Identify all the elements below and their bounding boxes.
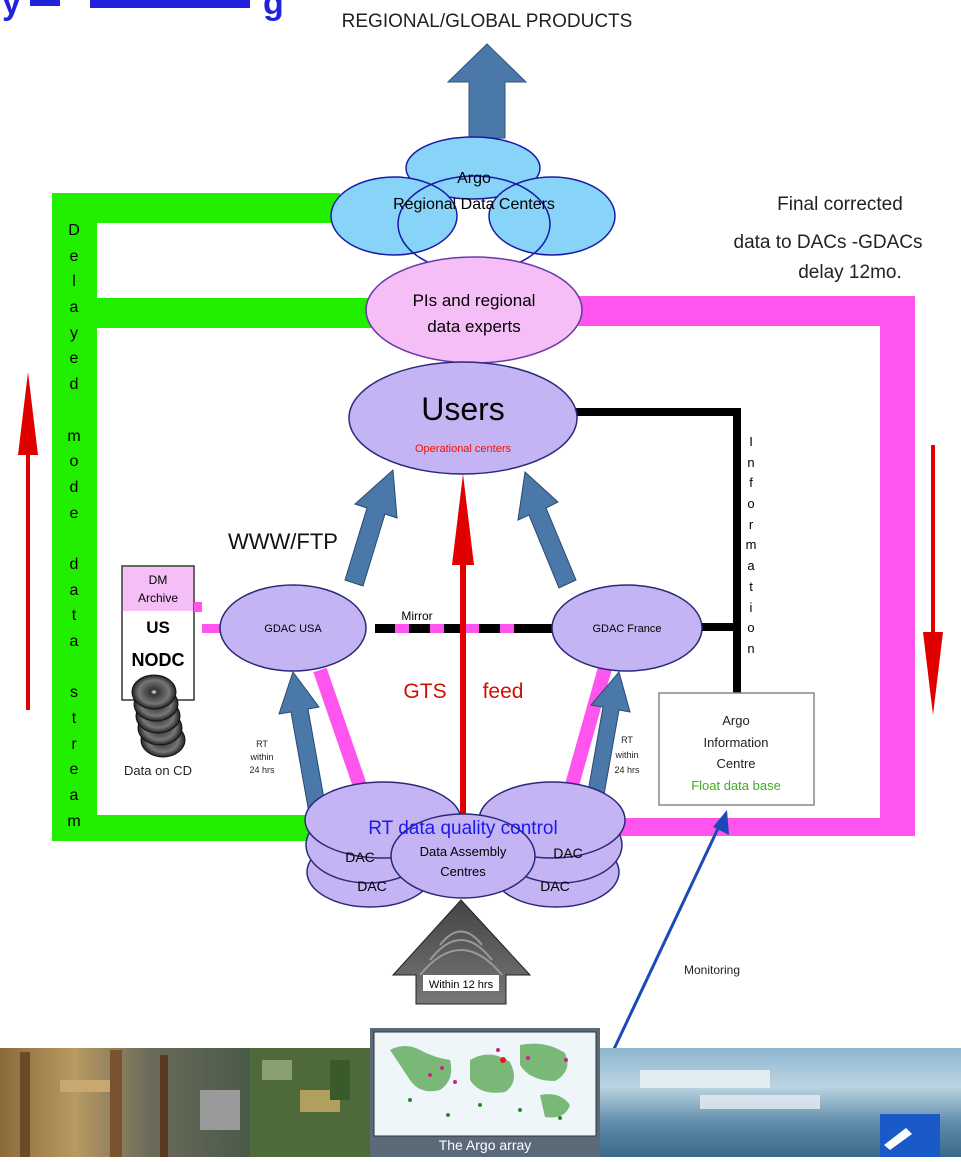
aic-line4: Float data base (691, 778, 781, 793)
dac-to-gdac-usa-arrow (278, 670, 327, 814)
rt-right-line1: RT (621, 735, 633, 745)
mirror-label: Mirror (401, 609, 432, 623)
vertical-letter: t (71, 607, 77, 625)
rt-left-line3: 24 hrs (249, 765, 275, 775)
rt-right-line3: 24 hrs (614, 765, 640, 775)
dac-label-right-top: DAC (553, 845, 583, 861)
aic-line3: Centre (716, 756, 755, 771)
vertical-letter: t (71, 710, 77, 728)
final-corrected-loop (575, 296, 915, 836)
vertical-letter: o (747, 496, 755, 512)
delayed-mode-up-arrow (18, 372, 38, 710)
within-12-hrs-arrow (391, 899, 532, 1005)
gdac-france-ellipse (551, 584, 703, 672)
dm-archive-line1: DM (149, 573, 168, 587)
data-assembly-line1: Data Assembly (420, 844, 507, 859)
vertical-letter: m (745, 537, 757, 553)
gdac-france-label: GDAC France (592, 623, 661, 635)
gdac-usa-to-users-arrow (344, 468, 398, 587)
vertical-letter: m (67, 427, 81, 445)
vertical-letter: n (747, 640, 755, 656)
gdac-france-to-users-arrow (517, 470, 577, 589)
dm-archive-line2: Archive (138, 591, 178, 605)
vertical-letter: o (69, 453, 79, 471)
vertical-letter: d (69, 376, 79, 394)
vertical-letter: e (69, 761, 79, 779)
vertical-letter: y (70, 324, 78, 342)
cd-stack-icon (131, 674, 186, 758)
vertical-letter: l (72, 273, 76, 291)
argo-array-label: The Argo array (439, 1137, 532, 1153)
vertical-letter: d (69, 478, 79, 496)
vertical-letter: I (749, 434, 753, 449)
vertical-letter: D (68, 222, 80, 239)
within-12-hrs-label: Within 12 hrs (429, 979, 494, 991)
final-corrected-line2: data to DACs -GDACs (734, 232, 923, 253)
vertical-letter: t (749, 578, 753, 594)
dac-label-left-bottom: DAC (357, 878, 387, 894)
argo-array-map (370, 1028, 600, 1157)
final-corrected-down-arrow (923, 445, 943, 715)
gdac-usa-ellipse (219, 584, 367, 672)
aic-line2: Information (703, 735, 768, 750)
final-corrected-line3: delay 12mo. (798, 262, 902, 283)
dac-label-left-top: DAC (345, 849, 375, 865)
vertical-letter: s (70, 684, 78, 702)
bottom-photo-strip (0, 1048, 961, 1157)
pis-ellipse (365, 256, 583, 364)
regional-centers-line1: Argo (457, 170, 491, 187)
vertical-letter: a (69, 787, 79, 805)
vertical-letter: r (71, 735, 77, 753)
feed-label: feed (483, 680, 524, 703)
gdac-usa-label: GDAC USA (264, 623, 322, 635)
us-label: US (146, 618, 170, 637)
page-title-fragment-2: g (263, 0, 284, 22)
rt-right-line2: within (614, 750, 638, 760)
argo-information-centre-box (658, 692, 815, 806)
vertical-letter: a (69, 633, 79, 650)
users-subtitle: Operational centers (415, 443, 511, 455)
information-link (573, 408, 741, 693)
delayed-mode-loop (52, 193, 377, 841)
vertical-letter: f (749, 475, 753, 491)
vertical-letter: n (747, 454, 755, 470)
regional-data-centers-cloud (330, 136, 616, 273)
vertical-letter: e (69, 504, 79, 522)
users-title: Users (421, 391, 505, 427)
dac-cluster (304, 781, 626, 908)
data-on-cd-label: Data on CD (124, 763, 192, 778)
vertical-letter: e (69, 350, 79, 368)
gts-label: GTS (403, 680, 446, 703)
nodc-label: NODC (132, 650, 185, 670)
pis-line1: PIs and regional (413, 291, 536, 310)
products-up-arrow (446, 43, 528, 139)
vertical-letter: e (69, 247, 79, 265)
rt-left-line1: RT (256, 739, 268, 749)
vertical-letter: m (67, 812, 81, 830)
aic-line1: Argo (722, 713, 749, 728)
monitoring-label: Monitoring (684, 963, 740, 977)
dac-label-right-bottom: DAC (540, 878, 570, 894)
rt-quality-control-label: RT data quality control (368, 818, 557, 839)
vertical-letter: a (69, 581, 79, 599)
regional-centers-line2: Regional Data Centers (393, 196, 555, 213)
regional-global-products-label: REGIONAL/GLOBAL PRODUCTS (342, 11, 633, 32)
vertical-letter: a (747, 558, 755, 574)
final-corrected-line1: Final corrected (777, 194, 903, 215)
gts-feed-arrow (452, 474, 474, 830)
vertical-letter: o (747, 620, 755, 636)
vertical-letter: d (69, 555, 79, 573)
vertical-letter: a (69, 299, 79, 317)
data-assembly-line2: Centres (440, 864, 486, 879)
vertical-letter: i (749, 599, 753, 615)
rt-left-line2: within (249, 752, 273, 762)
vertical-letter: r (748, 516, 754, 532)
page-title-fragment: y (2, 0, 21, 22)
pis-line2: data experts (427, 317, 521, 336)
www-ftp-label: WWW/FTP (228, 529, 338, 554)
